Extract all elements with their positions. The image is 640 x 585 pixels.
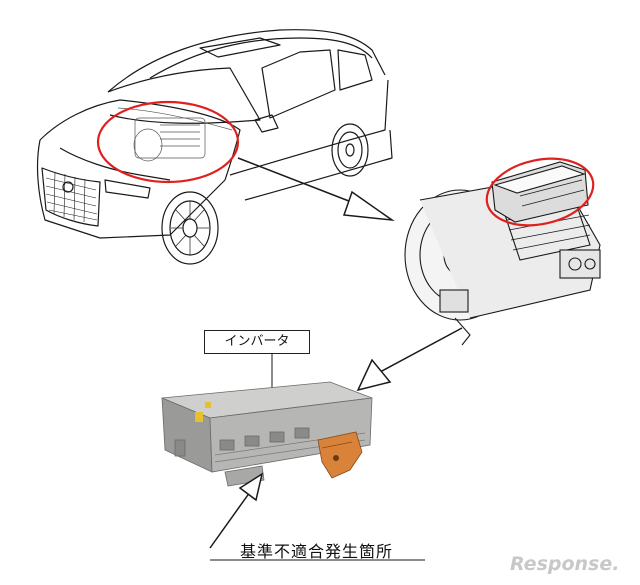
vehicle-highlight-ellipse <box>98 102 238 182</box>
arrow-to-defect <box>210 474 262 548</box>
arrow-to-inverter <box>358 328 462 390</box>
nonconformity-caption: 基準不適合発生箇所 <box>240 538 393 562</box>
response-watermark: Response. <box>510 553 619 575</box>
arrow-to-transmission <box>238 158 392 220</box>
inverter-label: インバータ <box>204 330 310 354</box>
inverter-unit <box>162 382 372 486</box>
transmission-drawing <box>405 162 600 345</box>
vehicle-drawing <box>38 30 392 264</box>
